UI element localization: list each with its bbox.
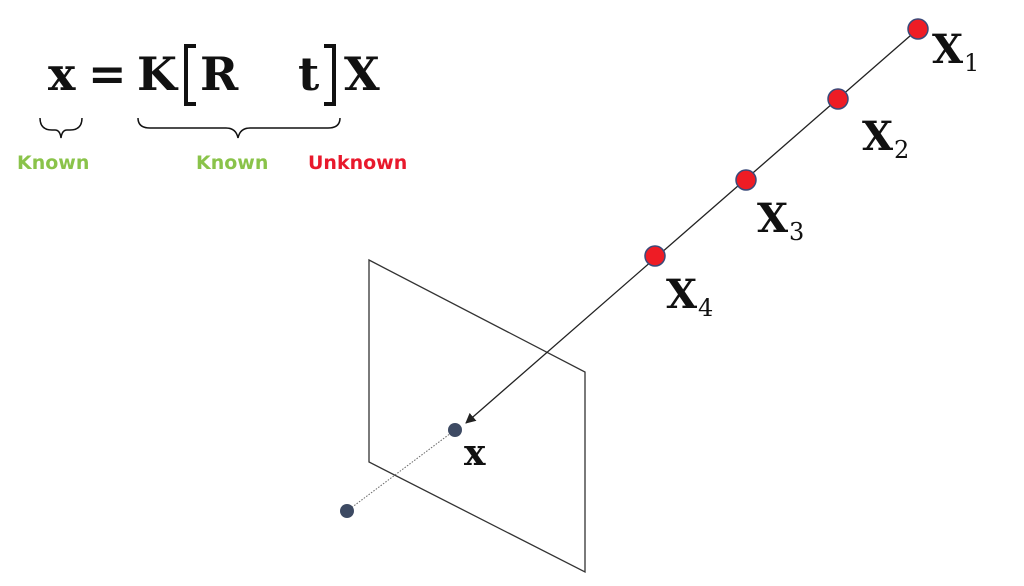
world-point-3-marker bbox=[735, 169, 757, 191]
equation-translation: t bbox=[298, 47, 320, 101]
equation-lhs: x bbox=[48, 47, 76, 101]
projection-equation: x = K R t X bbox=[48, 44, 380, 106]
world-point-1-label: X1 bbox=[932, 26, 979, 77]
equation-rotation: R bbox=[200, 47, 239, 101]
underbrace-matrix bbox=[137, 117, 341, 139]
image-point bbox=[448, 423, 462, 437]
world-point-2-label: X2 bbox=[862, 113, 909, 164]
world-point-2-marker bbox=[827, 88, 849, 110]
back-projection-ray bbox=[465, 28, 919, 424]
camera-center-point bbox=[340, 504, 354, 518]
world-point-4: X4 bbox=[644, 245, 713, 322]
caption-matrix-known: Known bbox=[196, 152, 268, 174]
world-point-3-label: X3 bbox=[757, 195, 804, 246]
right-bracket bbox=[324, 44, 336, 106]
image-plane bbox=[368, 258, 586, 574]
left-bracket bbox=[184, 44, 196, 106]
underbrace-lhs bbox=[39, 117, 83, 139]
image-point-label: x bbox=[464, 432, 486, 474]
equation-equals: = bbox=[88, 47, 127, 101]
world-point-3: X3 bbox=[735, 169, 804, 246]
caption-point-unknown: Unknown bbox=[308, 152, 407, 174]
world-point-1: X1 bbox=[907, 18, 979, 77]
world-point-2: X2 bbox=[827, 88, 909, 164]
caption-lhs-known: Known bbox=[17, 152, 89, 174]
equation-world-point: X bbox=[344, 47, 380, 101]
equation-intrinsics: K bbox=[137, 47, 179, 101]
world-point-4-label: X4 bbox=[666, 271, 713, 322]
world-point-1-marker bbox=[907, 18, 929, 40]
camera-to-image-ray bbox=[346, 429, 456, 512]
world-point-4-marker bbox=[644, 245, 666, 267]
